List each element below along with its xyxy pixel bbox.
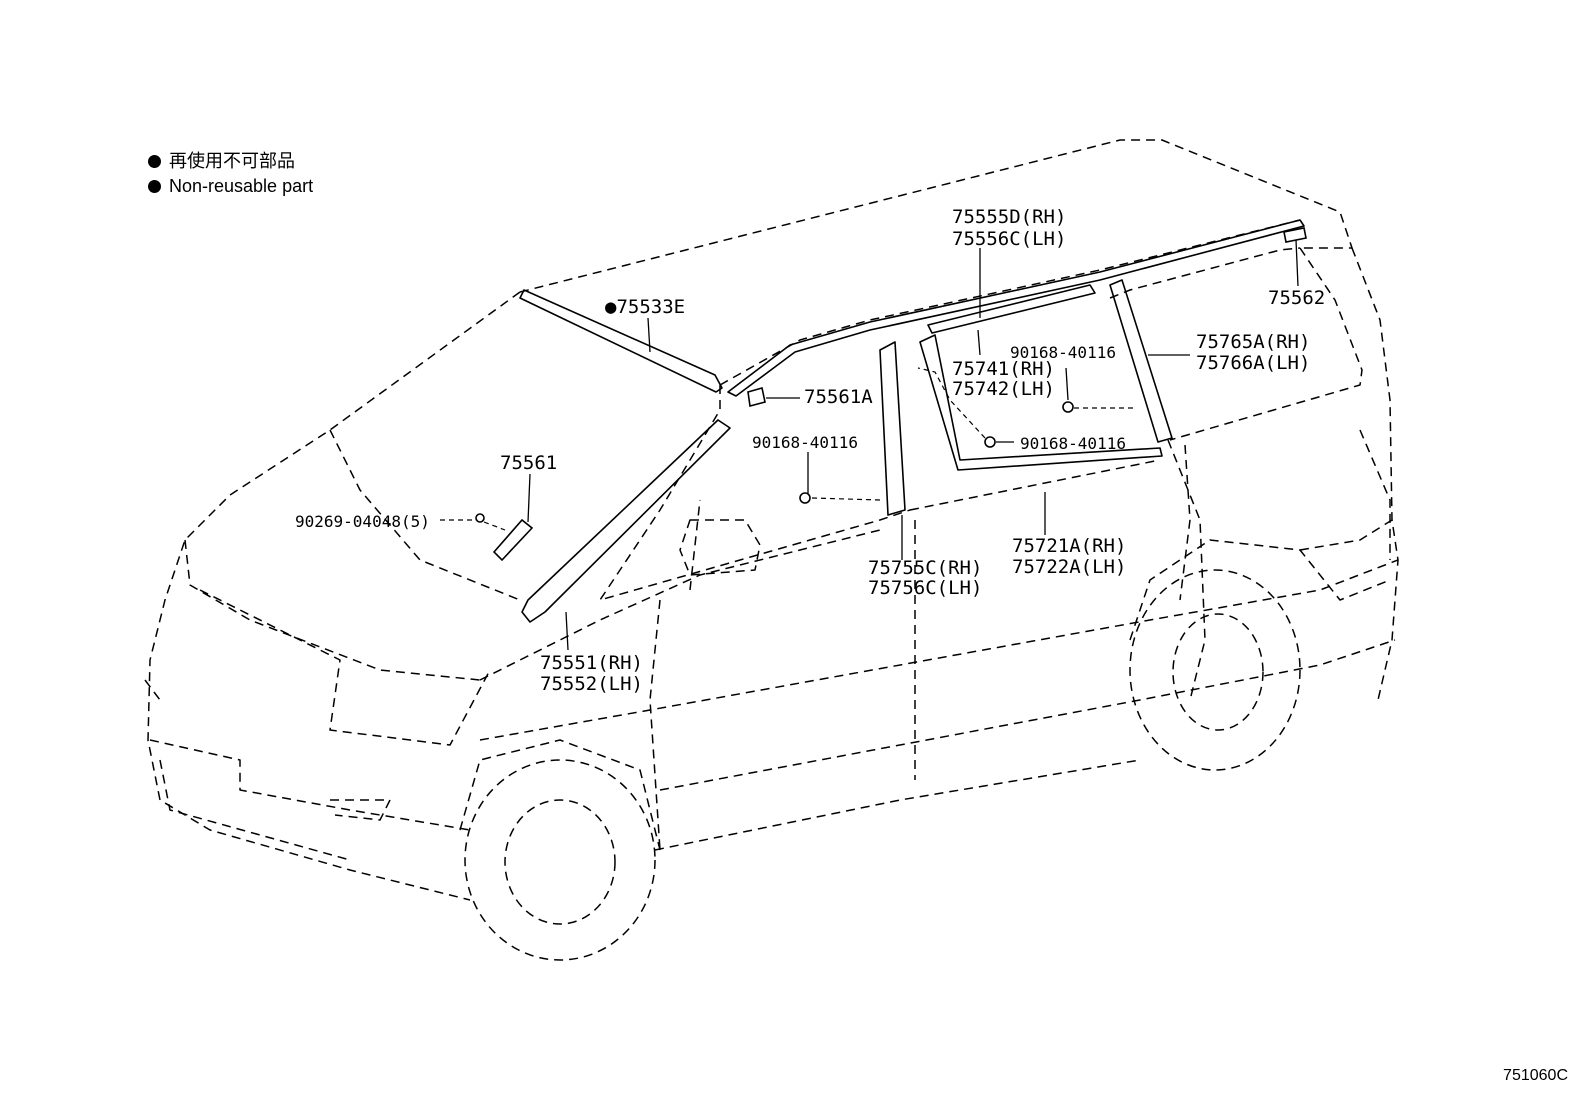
part-number: 75533E <box>616 296 686 318</box>
part-shapes <box>475 219 1307 623</box>
screw-90168-a-icon <box>799 492 811 504</box>
windshield-side-moulding <box>521 419 731 623</box>
clip-75561a <box>747 386 766 408</box>
slide-door-moulding <box>919 334 1163 471</box>
part-label-75556c[interactable]: 75556C(LH) <box>952 228 1067 250</box>
non-reusable-marker: ● <box>605 296 617 318</box>
part-label-75756c[interactable]: 75756C(LH) <box>868 577 983 599</box>
legend-item-jp: 再使用不可部品 <box>148 150 295 172</box>
part-label-90168-b[interactable]: 90168-40116 <box>1010 343 1116 362</box>
part-label-75551[interactable]: 75551(RH) <box>540 652 643 674</box>
center-pillar-moulding <box>879 341 906 516</box>
part-label-75721a[interactable]: 75721A(RH) <box>1012 535 1127 557</box>
rear-pillar-moulding <box>1109 279 1173 443</box>
screw-90168-b-icon <box>1062 401 1074 413</box>
part-label-90269[interactable]: 90269-04048(5) <box>295 512 430 531</box>
part-label-75562[interactable]: 75562 <box>1268 287 1326 309</box>
screw-90168-c-icon <box>984 436 996 448</box>
part-label-75765a[interactable]: 75765A(RH) <box>1196 331 1311 353</box>
part-label-75561[interactable]: 75561 <box>500 452 558 474</box>
clip-75561 <box>492 518 534 562</box>
legend-text-en: Non-reusable part <box>169 176 314 196</box>
roof-drip-moulding <box>727 219 1305 397</box>
part-label-75561a[interactable]: 75561A <box>804 386 873 408</box>
upper-slide-moulding <box>927 284 1096 334</box>
part-label-75766a[interactable]: 75766A(LH) <box>1196 352 1311 374</box>
vehicle-body-outline <box>144 139 1399 961</box>
part-label-75552[interactable]: 75552(LH) <box>540 673 643 695</box>
filled-circle-icon <box>148 180 161 193</box>
part-label-75555d[interactable]: 75555D(RH) <box>952 206 1067 228</box>
part-label-75741[interactable]: 75741(RH) <box>952 358 1055 380</box>
part-label-75742[interactable]: 75742(LH) <box>952 378 1055 400</box>
part-label-75755c[interactable]: 75755C(RH) <box>868 557 983 579</box>
part-label-75722a[interactable]: 75722A(LH) <box>1012 556 1127 578</box>
part-label-75533e[interactable]: ●75533E <box>605 296 685 318</box>
roof-front-moulding <box>519 289 723 393</box>
part-label-90168-c[interactable]: 90168-40116 <box>1020 434 1126 453</box>
leader-lines <box>440 239 1299 651</box>
clip-screw-icon <box>475 513 485 523</box>
part-label-90168-a[interactable]: 90168-40116 <box>752 433 858 452</box>
legend-text-jp: 再使用不可部品 <box>169 151 295 171</box>
clip-75562 <box>1283 227 1307 243</box>
filled-circle-icon <box>148 155 161 168</box>
diagram-code: 751060C <box>1503 1067 1568 1084</box>
legend-item-en: Non-reusable part <box>148 175 313 197</box>
